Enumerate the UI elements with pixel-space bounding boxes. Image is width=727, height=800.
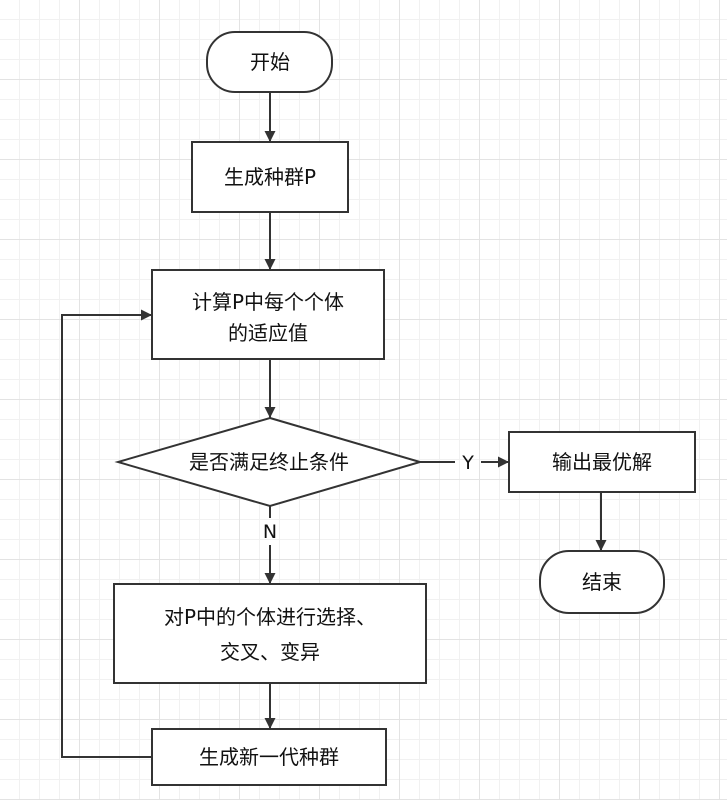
genetic-ops-node xyxy=(113,583,427,684)
edge-label-no: N xyxy=(263,521,277,543)
check-condition-node xyxy=(114,416,424,508)
output-best-node xyxy=(508,431,696,493)
end-node xyxy=(539,550,665,614)
genetic-ops-label-line1: 对P中的个体进行选择、 xyxy=(164,605,376,629)
compute-fitness-node xyxy=(151,269,385,360)
edge-label-yes: Y xyxy=(461,452,474,474)
generate-population-node xyxy=(191,141,349,213)
start-node xyxy=(206,31,333,93)
compute-fitness-label-line2: 的适应值 xyxy=(228,321,308,345)
new-generation-label: 生成新一代种群 xyxy=(199,745,339,769)
start-node-label: 开始 xyxy=(250,50,290,74)
check-condition-label: 是否满足终止条件 xyxy=(189,450,349,474)
compute-fitness-label-line1: 计算P中每个个体 xyxy=(192,290,344,314)
end-node-label: 结束 xyxy=(582,570,622,594)
genetic-ops-label-line2: 交叉、变异 xyxy=(220,640,320,664)
edge-loop-back-to-compute xyxy=(61,309,152,758)
new-generation-node xyxy=(151,728,387,786)
output-best-label: 输出最优解 xyxy=(552,450,652,474)
generate-population-label: 生成种群P xyxy=(224,165,316,189)
